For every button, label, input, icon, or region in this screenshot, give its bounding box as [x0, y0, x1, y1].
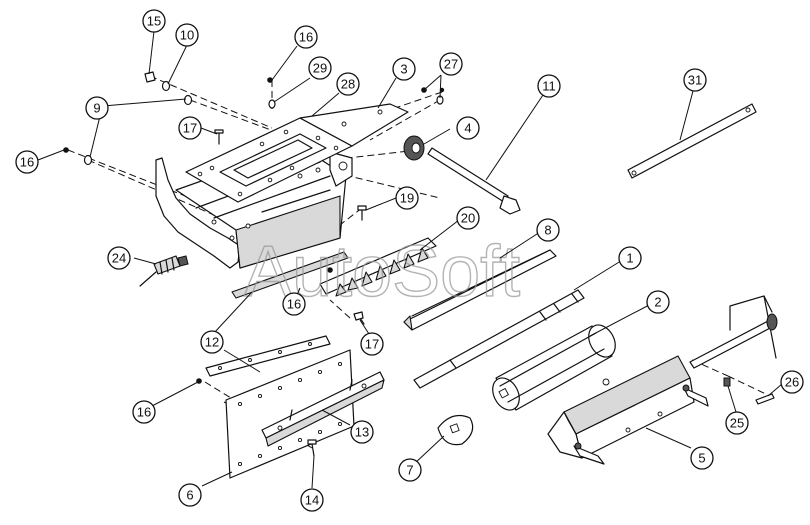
callout-26-label: 26: [785, 375, 799, 390]
callout-16-left-label: 16: [20, 155, 34, 170]
callout-10: 10: [175, 23, 199, 47]
callout-2-label: 2: [654, 295, 661, 310]
callout-16-top-label: 16: [299, 30, 313, 45]
part-12-lower-strip: [205, 335, 331, 377]
callout-24-label: 24: [112, 251, 126, 266]
callout-1-label: 1: [626, 251, 633, 266]
callout-14-label: 14: [305, 493, 319, 508]
part-handle-rod: [689, 295, 778, 369]
callout-9: 9: [85, 96, 109, 120]
callout-3: 3: [392, 57, 416, 81]
callout-12: 12: [200, 330, 224, 354]
callout-24: 24: [107, 246, 131, 270]
callout-31: 31: [683, 68, 707, 92]
callout-19-label: 19: [400, 191, 414, 206]
callout-8-label: 8: [544, 223, 551, 238]
callout-11: 11: [537, 74, 561, 98]
part-26-pin: [755, 393, 775, 405]
callout-7: 7: [398, 458, 422, 482]
callout-17-top: 17: [178, 116, 202, 140]
part-6-side-panel: [225, 349, 355, 479]
callout-25-label: 25: [730, 416, 744, 431]
part-24-spring-pin: [139, 255, 189, 287]
callout-26: 26: [780, 370, 804, 394]
part-13-channel: [261, 371, 385, 447]
callout-20-label: 20: [461, 211, 475, 226]
part-8-angle-blade: [403, 249, 557, 331]
callout-16-top: 16: [294, 25, 318, 49]
callout-27-label: 27: [444, 57, 458, 72]
callout-25: 25: [725, 411, 749, 435]
callout-19: 19: [395, 186, 419, 210]
callout-16-mid: 16: [282, 292, 306, 316]
callout-31-label: 31: [688, 73, 702, 88]
callout-6-label: 6: [186, 488, 193, 503]
callout-16-bottom-label: 16: [137, 405, 151, 420]
callout-28: 28: [336, 72, 360, 96]
callout-10-label: 10: [180, 28, 194, 43]
callout-13-label: 13: [355, 425, 369, 440]
callout-6: 6: [178, 483, 202, 507]
part-7-washer: [437, 415, 474, 446]
callout-17-top-label: 17: [183, 121, 197, 136]
callout-16-mid-label: 16: [287, 297, 301, 312]
callout-16-left: 16: [15, 150, 39, 174]
leader-lines: [37, 30, 783, 489]
callout-17-bottom-label: 17: [365, 337, 379, 352]
callout-7-label: 7: [406, 463, 413, 478]
part-5-trough: [547, 355, 709, 465]
part-28-top-plate: [185, 117, 353, 203]
callout-20: 20: [456, 206, 480, 230]
callout-1: 1: [618, 246, 642, 270]
callout-4: 4: [456, 116, 480, 140]
callout-27: 27: [439, 52, 463, 76]
callout-17-bottom: 17: [360, 332, 384, 356]
callout-5-label: 5: [698, 451, 705, 466]
part-4-bearing: [403, 135, 425, 161]
callout-9-label: 9: [93, 101, 100, 116]
callout-11-label: 11: [542, 79, 556, 94]
callout-12-label: 12: [205, 335, 219, 350]
callout-29: 29: [308, 56, 332, 80]
part-11-long-bolt: [427, 147, 521, 215]
callout-15: 15: [142, 9, 166, 33]
callout-3-label: 3: [400, 62, 407, 77]
callout-5: 5: [690, 446, 714, 470]
callout-8: 8: [536, 218, 560, 242]
callout-14: 14: [300, 488, 324, 512]
callout-29-label: 29: [313, 61, 327, 76]
callout-2: 2: [646, 290, 670, 314]
fasteners: [63, 71, 445, 457]
part-20-teeth-plate: [319, 237, 437, 297]
part-31-flat-bar: [627, 103, 757, 179]
callout-28-label: 28: [341, 77, 355, 92]
part-2-roller: [492, 324, 616, 411]
part-25-small-nut: [723, 377, 731, 387]
callout-13: 13: [350, 420, 374, 444]
part-12-strip: [231, 251, 349, 299]
callout-4-label: 4: [464, 121, 471, 136]
callout-15-label: 15: [147, 14, 161, 29]
callout-16-bottom: 16: [132, 400, 156, 424]
part-1-shaft: [413, 289, 585, 389]
part-3-flat-plate: [299, 103, 409, 147]
